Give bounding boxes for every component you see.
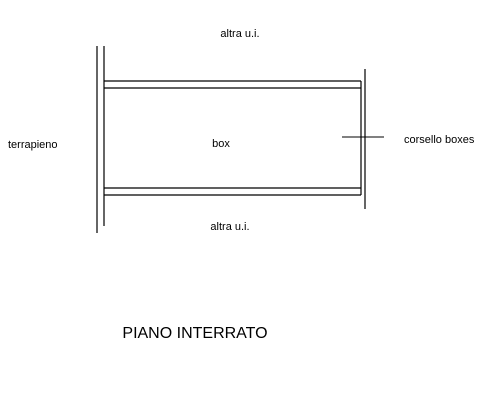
top-unit-label: altra u.i.	[220, 28, 259, 40]
right-side-label: corsello boxes	[404, 134, 475, 146]
left-side-label: terrapieno	[8, 139, 58, 151]
drawing-title: PIANO INTERRATO	[122, 325, 267, 342]
bottom-unit-label: altra u.i.	[210, 221, 249, 233]
center-room-label: box	[212, 138, 230, 150]
